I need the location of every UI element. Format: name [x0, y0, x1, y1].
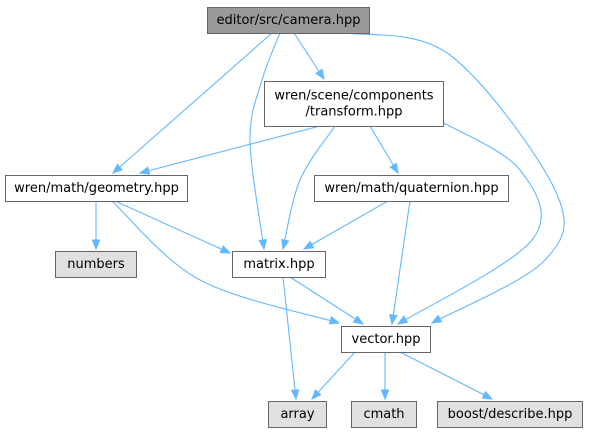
node-numbers: numbers: [55, 251, 137, 278]
node-cmath: cmath: [351, 401, 417, 428]
arrowhead-icon: [481, 390, 494, 400]
node-box: [268, 401, 327, 428]
edge-vector-to-cmath: [380, 352, 390, 401]
edge-matrix-to-array: [282, 276, 300, 401]
edge-transform-to-quaternion: [369, 125, 399, 175]
node-label: cmath: [363, 407, 404, 422]
edge-line: [112, 32, 273, 174]
nodes-layer: editor/src/camera.hpp wren/scene/componen…: [5, 7, 583, 428]
node-label: wren/math/geometry.hpp: [14, 181, 179, 196]
arrowhead-icon: [328, 316, 341, 325]
node-label: boost/describe.hpp: [448, 407, 573, 422]
edge-camera-to-matrix: [249, 32, 281, 251]
edge-line: [282, 125, 336, 250]
arrowhead-icon: [138, 166, 151, 175]
edge-matrix-to-vector: [289, 276, 365, 325]
node-transform[interactable]: wren/scene/components/transform.hpp: [264, 81, 444, 127]
edge-geometry-to-numbers: [91, 201, 101, 251]
node-camera: editor/src/camera.hpp: [207, 7, 370, 34]
edge-vector-to-describe: [399, 351, 494, 400]
node-label: wren/math/quaternion.hpp: [324, 181, 498, 196]
arrowhead-icon: [311, 389, 322, 400]
edge-line: [399, 351, 493, 400]
node-box: [437, 401, 583, 428]
edge-line: [311, 351, 356, 400]
edge-transform-to-vector: [396, 121, 542, 325]
node-array: array: [268, 401, 327, 428]
arrowhead-icon: [258, 239, 268, 251]
arrowhead-icon: [352, 315, 365, 325]
arrowhead-icon: [396, 315, 409, 325]
edge-geometry-to-matrix: [114, 200, 232, 254]
edge-camera-to-geometry: [111, 32, 273, 174]
edge-line: [139, 125, 321, 174]
edge-line: [397, 121, 542, 325]
node-box: [55, 251, 137, 278]
node-quaternion[interactable]: wren/math/quaternion.hpp: [314, 175, 509, 202]
arrowhead-icon: [302, 240, 315, 250]
node-box: [351, 401, 417, 428]
node-label: editor/src/camera.hpp: [217, 13, 361, 28]
node-box: [232, 251, 326, 278]
node-label: array: [280, 407, 314, 422]
node-box: [5, 175, 188, 202]
edge-transform-to-matrix: [281, 125, 336, 251]
node-label: vector.hpp: [352, 332, 421, 347]
edge-line: [282, 276, 297, 400]
arrowhead-icon: [111, 163, 123, 174]
edge-line: [391, 200, 411, 325]
edge-line: [289, 276, 364, 325]
edge-transform-to-geometry: [138, 125, 321, 175]
node-geometry[interactable]: wren/math/geometry.hpp: [5, 175, 188, 202]
edge-camera-to-vector: [346, 32, 565, 324]
node-matrix[interactable]: matrix.hpp: [232, 251, 326, 278]
node-box: [314, 175, 509, 202]
edge-quaternion-to-vector: [389, 200, 411, 326]
arrowhead-icon: [281, 238, 290, 251]
edge-quaternion-to-matrix: [302, 200, 389, 250]
node-label: wren/scene/components: [274, 89, 433, 104]
arrowhead-icon: [315, 68, 325, 81]
arrowhead-icon: [290, 389, 300, 401]
arrowhead-icon: [91, 239, 101, 251]
edge-line: [346, 32, 565, 324]
edge-vector-to-array: [311, 351, 356, 400]
arrowhead-icon: [430, 314, 443, 324]
arrowhead-icon: [380, 389, 390, 401]
node-label: matrix.hpp: [243, 257, 314, 272]
arrowhead-icon: [389, 162, 399, 175]
edge-geometry-to-vector: [111, 200, 341, 325]
node-box: [341, 326, 431, 353]
edge-line: [303, 200, 389, 250]
edge-camera-to-transform: [293, 32, 325, 81]
node-label: /transform.hpp: [306, 105, 403, 120]
arrowhead-icon: [389, 314, 398, 326]
node-box: [207, 7, 370, 34]
edges-layer: [91, 32, 565, 401]
node-box: [264, 81, 444, 127]
node-label: numbers: [67, 257, 125, 272]
edge-line: [114, 200, 231, 254]
node-describe: boost/describe.hpp: [437, 401, 583, 428]
edge-line: [111, 200, 340, 324]
arrowhead-icon: [219, 245, 232, 254]
edge-line: [249, 32, 281, 250]
node-vector[interactable]: vector.hpp: [341, 326, 431, 353]
